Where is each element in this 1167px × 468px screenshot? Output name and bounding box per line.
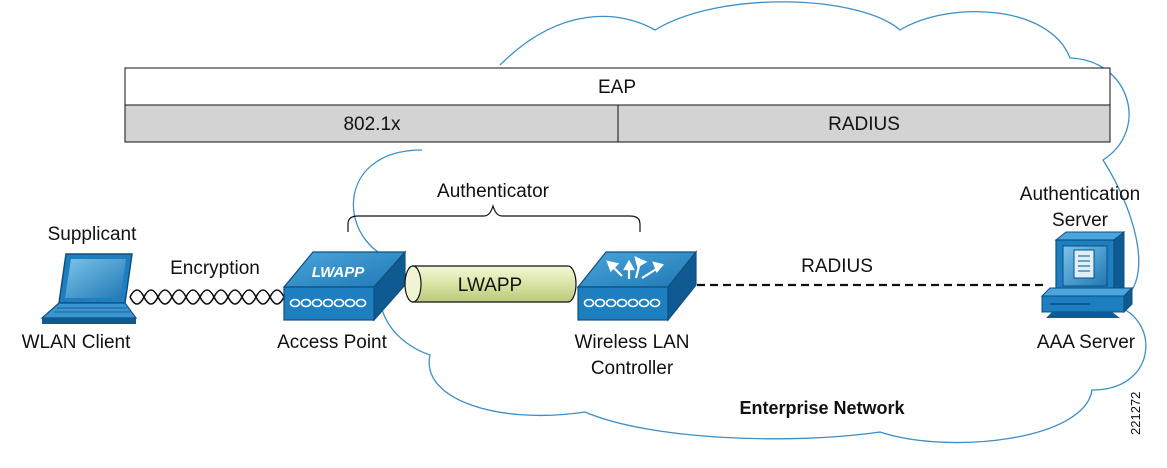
authenticator-brace — [347, 203, 641, 232]
enterprise-network-label: Enterprise Network — [739, 398, 905, 418]
dot1x-label: 802.1x — [343, 114, 401, 135]
radius-layer-label: RADIUS — [828, 114, 900, 135]
encryption-label: Encryption — [170, 258, 260, 279]
protocol-stack: EAP 802.1x RADIUS — [124, 67, 1111, 143]
eap-label: EAP — [598, 77, 636, 98]
wlan-client-label: WLAN Client — [22, 332, 131, 353]
figure-id: 221272 — [1128, 392, 1143, 435]
auth-server-label-line2: Server — [1052, 210, 1109, 231]
enterprise-network-cloud — [352, 1, 1147, 444]
wireless-lan-controller-icon — [576, 250, 698, 322]
aaa-server-label: AAA Server — [1037, 332, 1136, 353]
radius-layer — [617, 104, 1111, 143]
dot1x-layer — [124, 104, 619, 143]
radius-link-label: RADIUS — [801, 256, 873, 277]
tunnel-label: LWAPP — [458, 275, 522, 296]
authenticator-label: Authenticator — [437, 181, 550, 202]
lightweight-access-point-icon: LWAPP — [282, 250, 407, 322]
supplicant-label: Supplicant — [48, 224, 137, 245]
ap-badge-text: LWAPP — [312, 264, 366, 281]
auth-server-label-line1: Authentication — [1020, 184, 1140, 205]
laptop-icon — [40, 253, 138, 324]
lwapp-tunnel: LWAPP — [404, 265, 577, 303]
aaa-server-icon — [1040, 230, 1134, 318]
encryption-link — [129, 289, 285, 305]
wlc-label-line2: Controller — [591, 358, 674, 379]
access-point-label: Access Point — [277, 332, 388, 353]
wlc-label-line1: Wireless LAN — [574, 332, 689, 353]
